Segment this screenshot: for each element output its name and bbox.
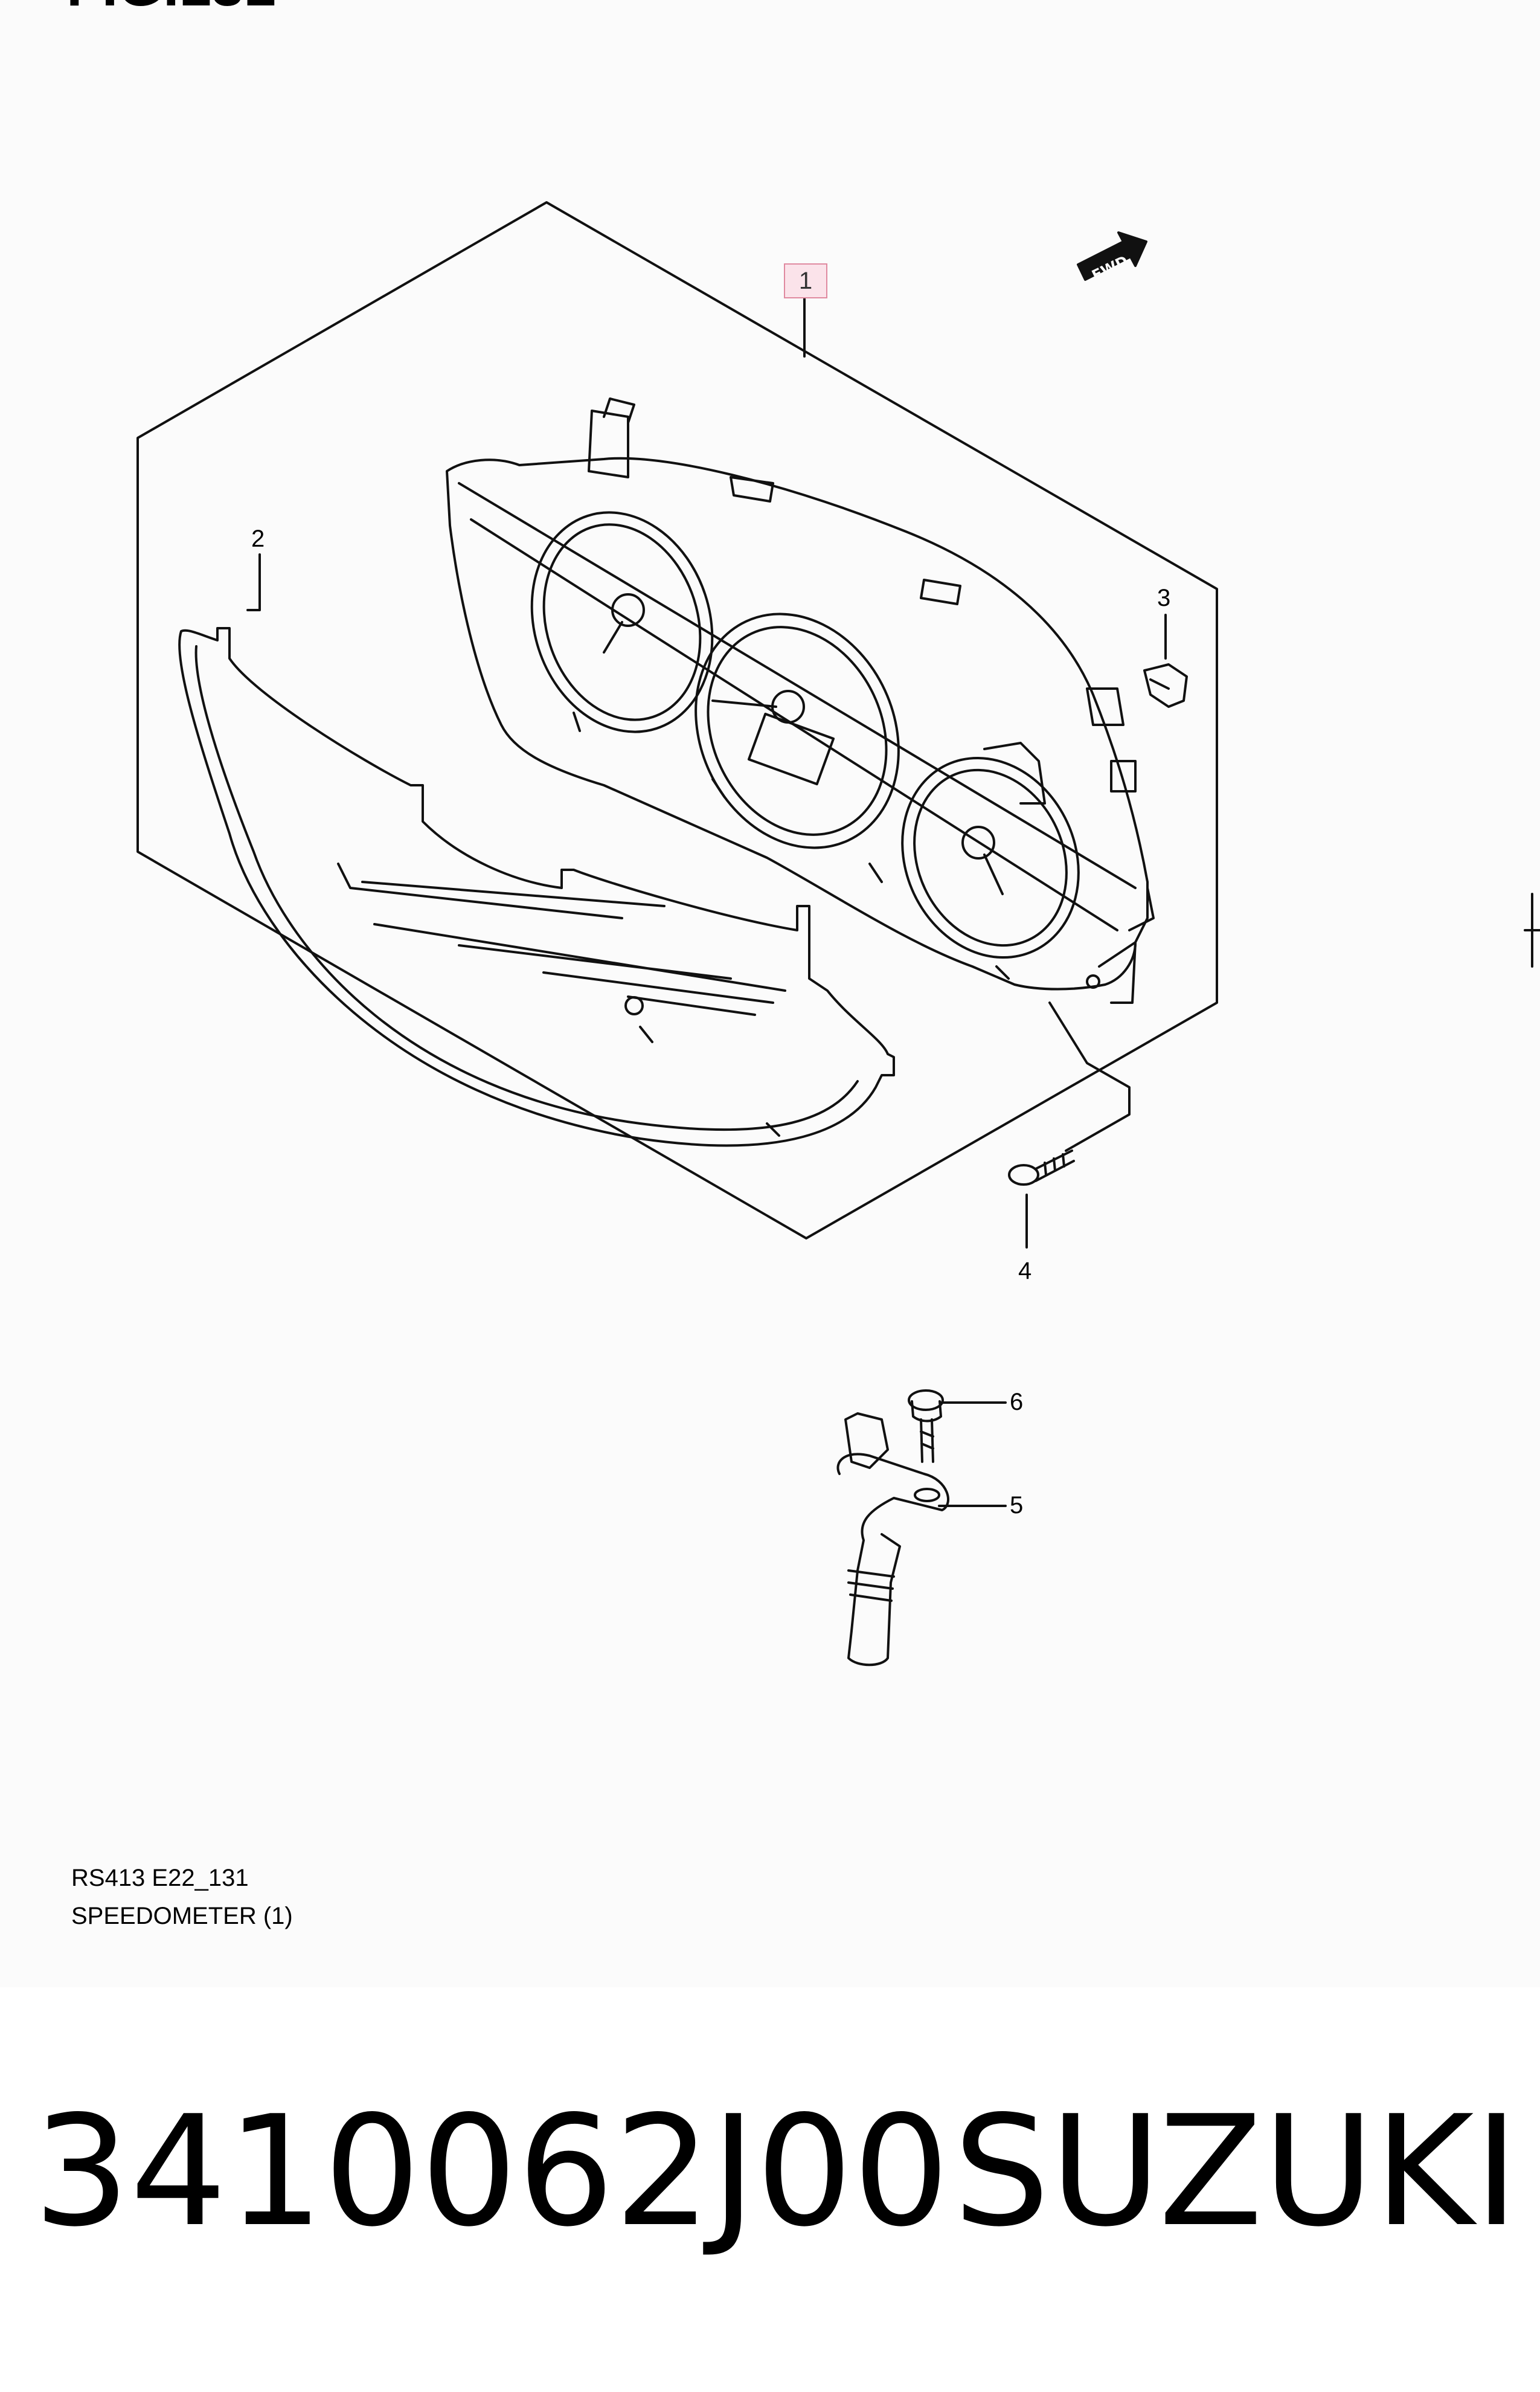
callout-1: 1 (784, 263, 827, 298)
speed-sensor-part (836, 1412, 949, 1667)
instrument-cluster-part (446, 397, 1155, 1004)
edge-mark (1524, 893, 1540, 968)
callout-5: 5 (1010, 1492, 1024, 1519)
part-number: 3410062J00 (33, 2083, 950, 2260)
fwd-arrow-icon: FWD (1077, 231, 1147, 285)
diagram-panel: FIG.131 FWD (66, 0, 1540, 1929)
leader-line-4 (1048, 1001, 1131, 1152)
figure-title: FIG.131 (66, 0, 276, 19)
callout-6: 6 (1010, 1389, 1024, 1415)
assembly-boundary (136, 201, 1218, 1239)
bolt-part (908, 1389, 944, 1463)
callout-2: 2 (251, 526, 265, 552)
callout-4: 4 (1018, 1258, 1032, 1284)
figure-name: SPEEDOMETER (1) (71, 1903, 293, 1929)
leader-line-2 (246, 553, 261, 611)
screw-part (1008, 1149, 1075, 1186)
figure-code: RS413 E22_131 (71, 1865, 249, 1891)
callout-3: 3 (1157, 585, 1171, 611)
exploded-parts-diagram: FWD (136, 201, 1540, 1667)
part-number-line: 3410062J00 SUZUKI (33, 2096, 1519, 2248)
brand-name: SUZUKI (953, 2083, 1519, 2260)
meter-cover-part (178, 627, 895, 1147)
clip-part (1143, 663, 1188, 708)
